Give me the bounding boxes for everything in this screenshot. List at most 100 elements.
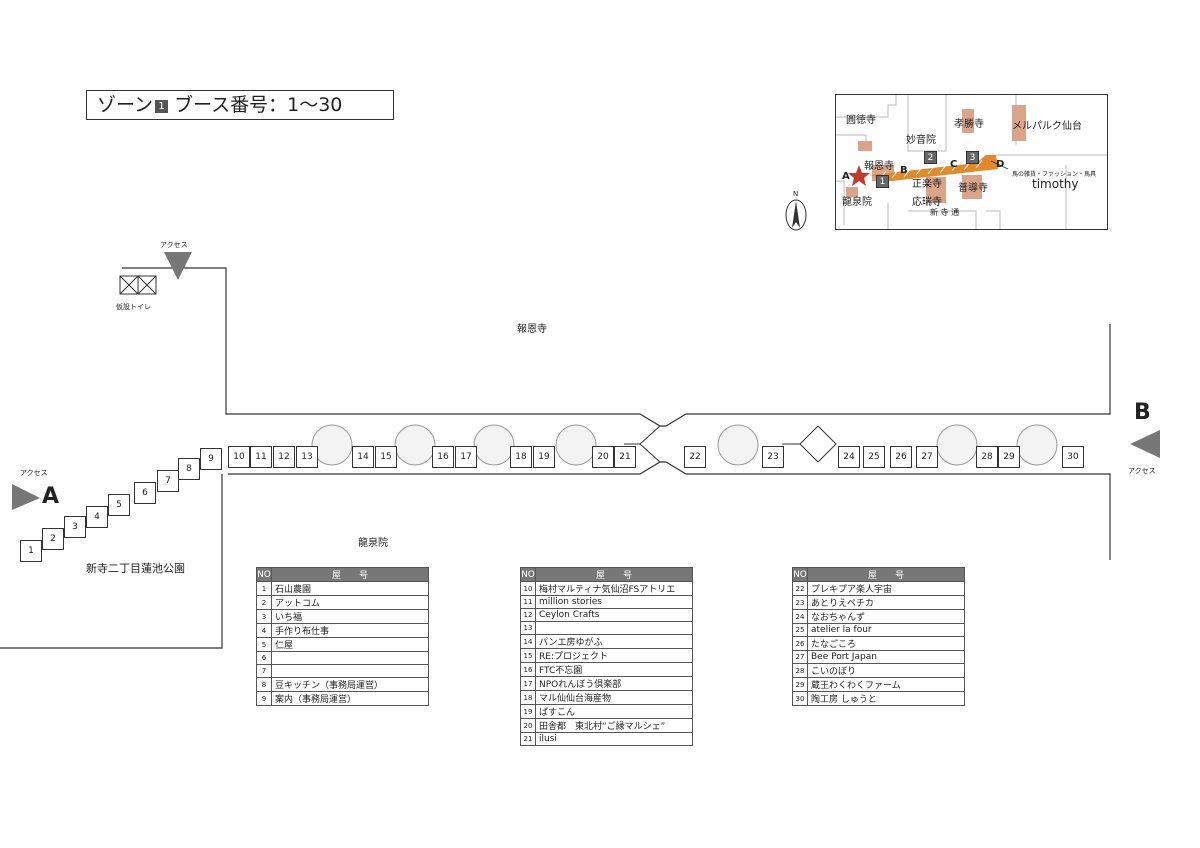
inset-label-ryusenin: 龍泉院 [842, 197, 872, 208]
booth-5[interactable]: 5 [108, 494, 130, 516]
booth-11[interactable]: 11 [250, 446, 272, 468]
north-label: N [793, 190, 799, 198]
booth-21[interactable]: 21 [614, 446, 636, 468]
area-inset-map: 圓徳寺 妙音院 報恩寺 孝勝寺 メルパルク仙台 正楽寺 普導寺 応瑞寺 龍泉院 … [835, 94, 1108, 230]
booth-6[interactable]: 6 [134, 482, 156, 504]
access-label-top: アクセス [160, 241, 188, 249]
inset-label-myoonin: 妙音院 [906, 135, 936, 146]
booth-30[interactable]: 30 [1062, 446, 1084, 468]
booth-28[interactable]: 28 [976, 446, 998, 468]
booth-15[interactable]: 15 [375, 446, 397, 468]
point-a-label: A [42, 484, 60, 509]
table-row: 7 [256, 664, 429, 678]
booth-22[interactable]: 22 [684, 446, 706, 468]
park-label: 新寺二丁目蓮池公園 [86, 562, 185, 575]
booth-13[interactable]: 13 [296, 446, 318, 468]
booth-7[interactable]: 7 [157, 470, 179, 492]
inset-street-label: 新 寺 通 [930, 208, 960, 217]
booth-10[interactable]: 10 [228, 446, 250, 468]
col-no: NO [520, 567, 536, 582]
inset-zone-2: 2 [924, 151, 937, 164]
inset-shop-desc: 馬の雑貨・ファッション・馬具 [1012, 171, 1097, 178]
booth-3[interactable]: 3 [64, 516, 86, 538]
booth-20[interactable]: 20 [592, 446, 614, 468]
booth-16[interactable]: 16 [432, 446, 454, 468]
inset-label-shorakuji: 正楽寺 [912, 179, 942, 190]
ryusenin-label: 龍泉院 [358, 538, 388, 549]
booth-18[interactable]: 18 [510, 446, 532, 468]
inset-zone-3: 3 [966, 151, 979, 164]
booth-23[interactable]: 23 [762, 446, 784, 468]
booth-19[interactable]: 19 [533, 446, 555, 468]
booth-17[interactable]: 17 [455, 446, 477, 468]
booth-4[interactable]: 4 [86, 506, 108, 528]
toilet-label: 仮設トイレ [116, 303, 151, 311]
access-label-a: アクセス [20, 469, 48, 477]
current-location-star-icon [848, 165, 870, 186]
booth-2[interactable]: 2 [42, 528, 64, 550]
booth-14[interactable]: 14 [352, 446, 374, 468]
access-label-b: アクセス [1128, 467, 1156, 475]
col-name: 屋 号 [271, 567, 429, 582]
inset-point-b: B [900, 165, 908, 176]
inset-streets [836, 95, 1107, 229]
inset-label-koshoji: 孝勝寺 [954, 119, 984, 130]
inset-label-melparque: メルパルク仙台 [1012, 121, 1082, 132]
booth-8[interactable]: 8 [178, 458, 200, 480]
col-name: 屋 号 [807, 567, 965, 582]
access-arrow-top [164, 252, 192, 280]
zone-number-badge: 1 [155, 100, 169, 113]
north-arrow-icon [785, 199, 807, 231]
booth-1[interactable]: 1 [20, 540, 42, 562]
inset-label-entokuji: 圓徳寺 [846, 115, 876, 126]
booth-9[interactable]: 9 [200, 448, 222, 470]
table-row: 6 [256, 651, 429, 665]
booth-range-label: ブース番号：1〜30 [174, 94, 343, 116]
inset-zone-1: 1 [876, 175, 889, 188]
booth-24[interactable]: 24 [838, 446, 860, 468]
booth-26[interactable]: 26 [890, 446, 912, 468]
booth-27[interactable]: 27 [916, 446, 938, 468]
inset-shop-name: timothy [1032, 177, 1079, 191]
booth-12[interactable]: 12 [273, 446, 295, 468]
inset-point-a: A [842, 171, 850, 182]
hoonji-label: 報恩寺 [517, 324, 547, 335]
booth-25[interactable]: 25 [863, 446, 885, 468]
inset-point-d: D [996, 159, 1005, 170]
inset-point-c: C [950, 159, 958, 170]
booth-29[interactable]: 29 [998, 446, 1020, 468]
point-b-label: B [1134, 400, 1151, 425]
inset-label-ozuiji: 応瑞寺 [912, 197, 942, 208]
col-no: NO [256, 567, 272, 582]
col-no: NO [792, 567, 808, 582]
